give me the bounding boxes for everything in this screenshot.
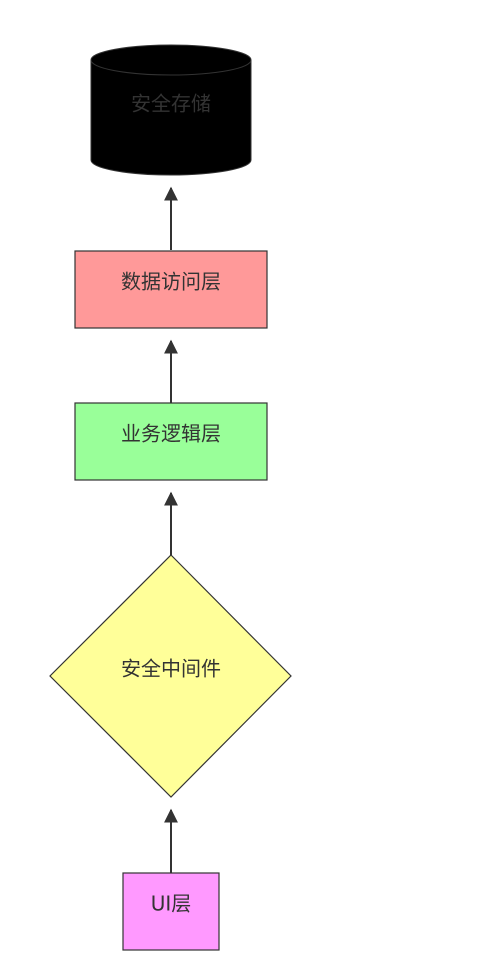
ui-layer-box <box>122 872 220 951</box>
ui-layer-label: UI层 <box>151 892 192 916</box>
business-logic-label: 业务逻辑层 <box>121 422 221 446</box>
node-ui-layer[interactable]: UI层 <box>122 872 220 951</box>
node-security-middleware[interactable]: 安全中间件 <box>49 554 292 798</box>
middleware-label: 安全中间件 <box>121 657 221 681</box>
middleware-diamond <box>49 554 292 798</box>
node-data-access-layer[interactable]: 数据访问层 <box>74 250 268 329</box>
storage-label: 安全存储 <box>131 92 211 116</box>
node-business-logic-layer[interactable]: 业务逻辑层 <box>74 402 268 481</box>
node-storage[interactable]: 安全存储 <box>90 44 252 176</box>
storage-cylinder-shape <box>90 44 252 176</box>
data-access-label: 数据访问层 <box>121 270 221 294</box>
data-access-box <box>74 250 268 329</box>
business-logic-box <box>74 402 268 481</box>
